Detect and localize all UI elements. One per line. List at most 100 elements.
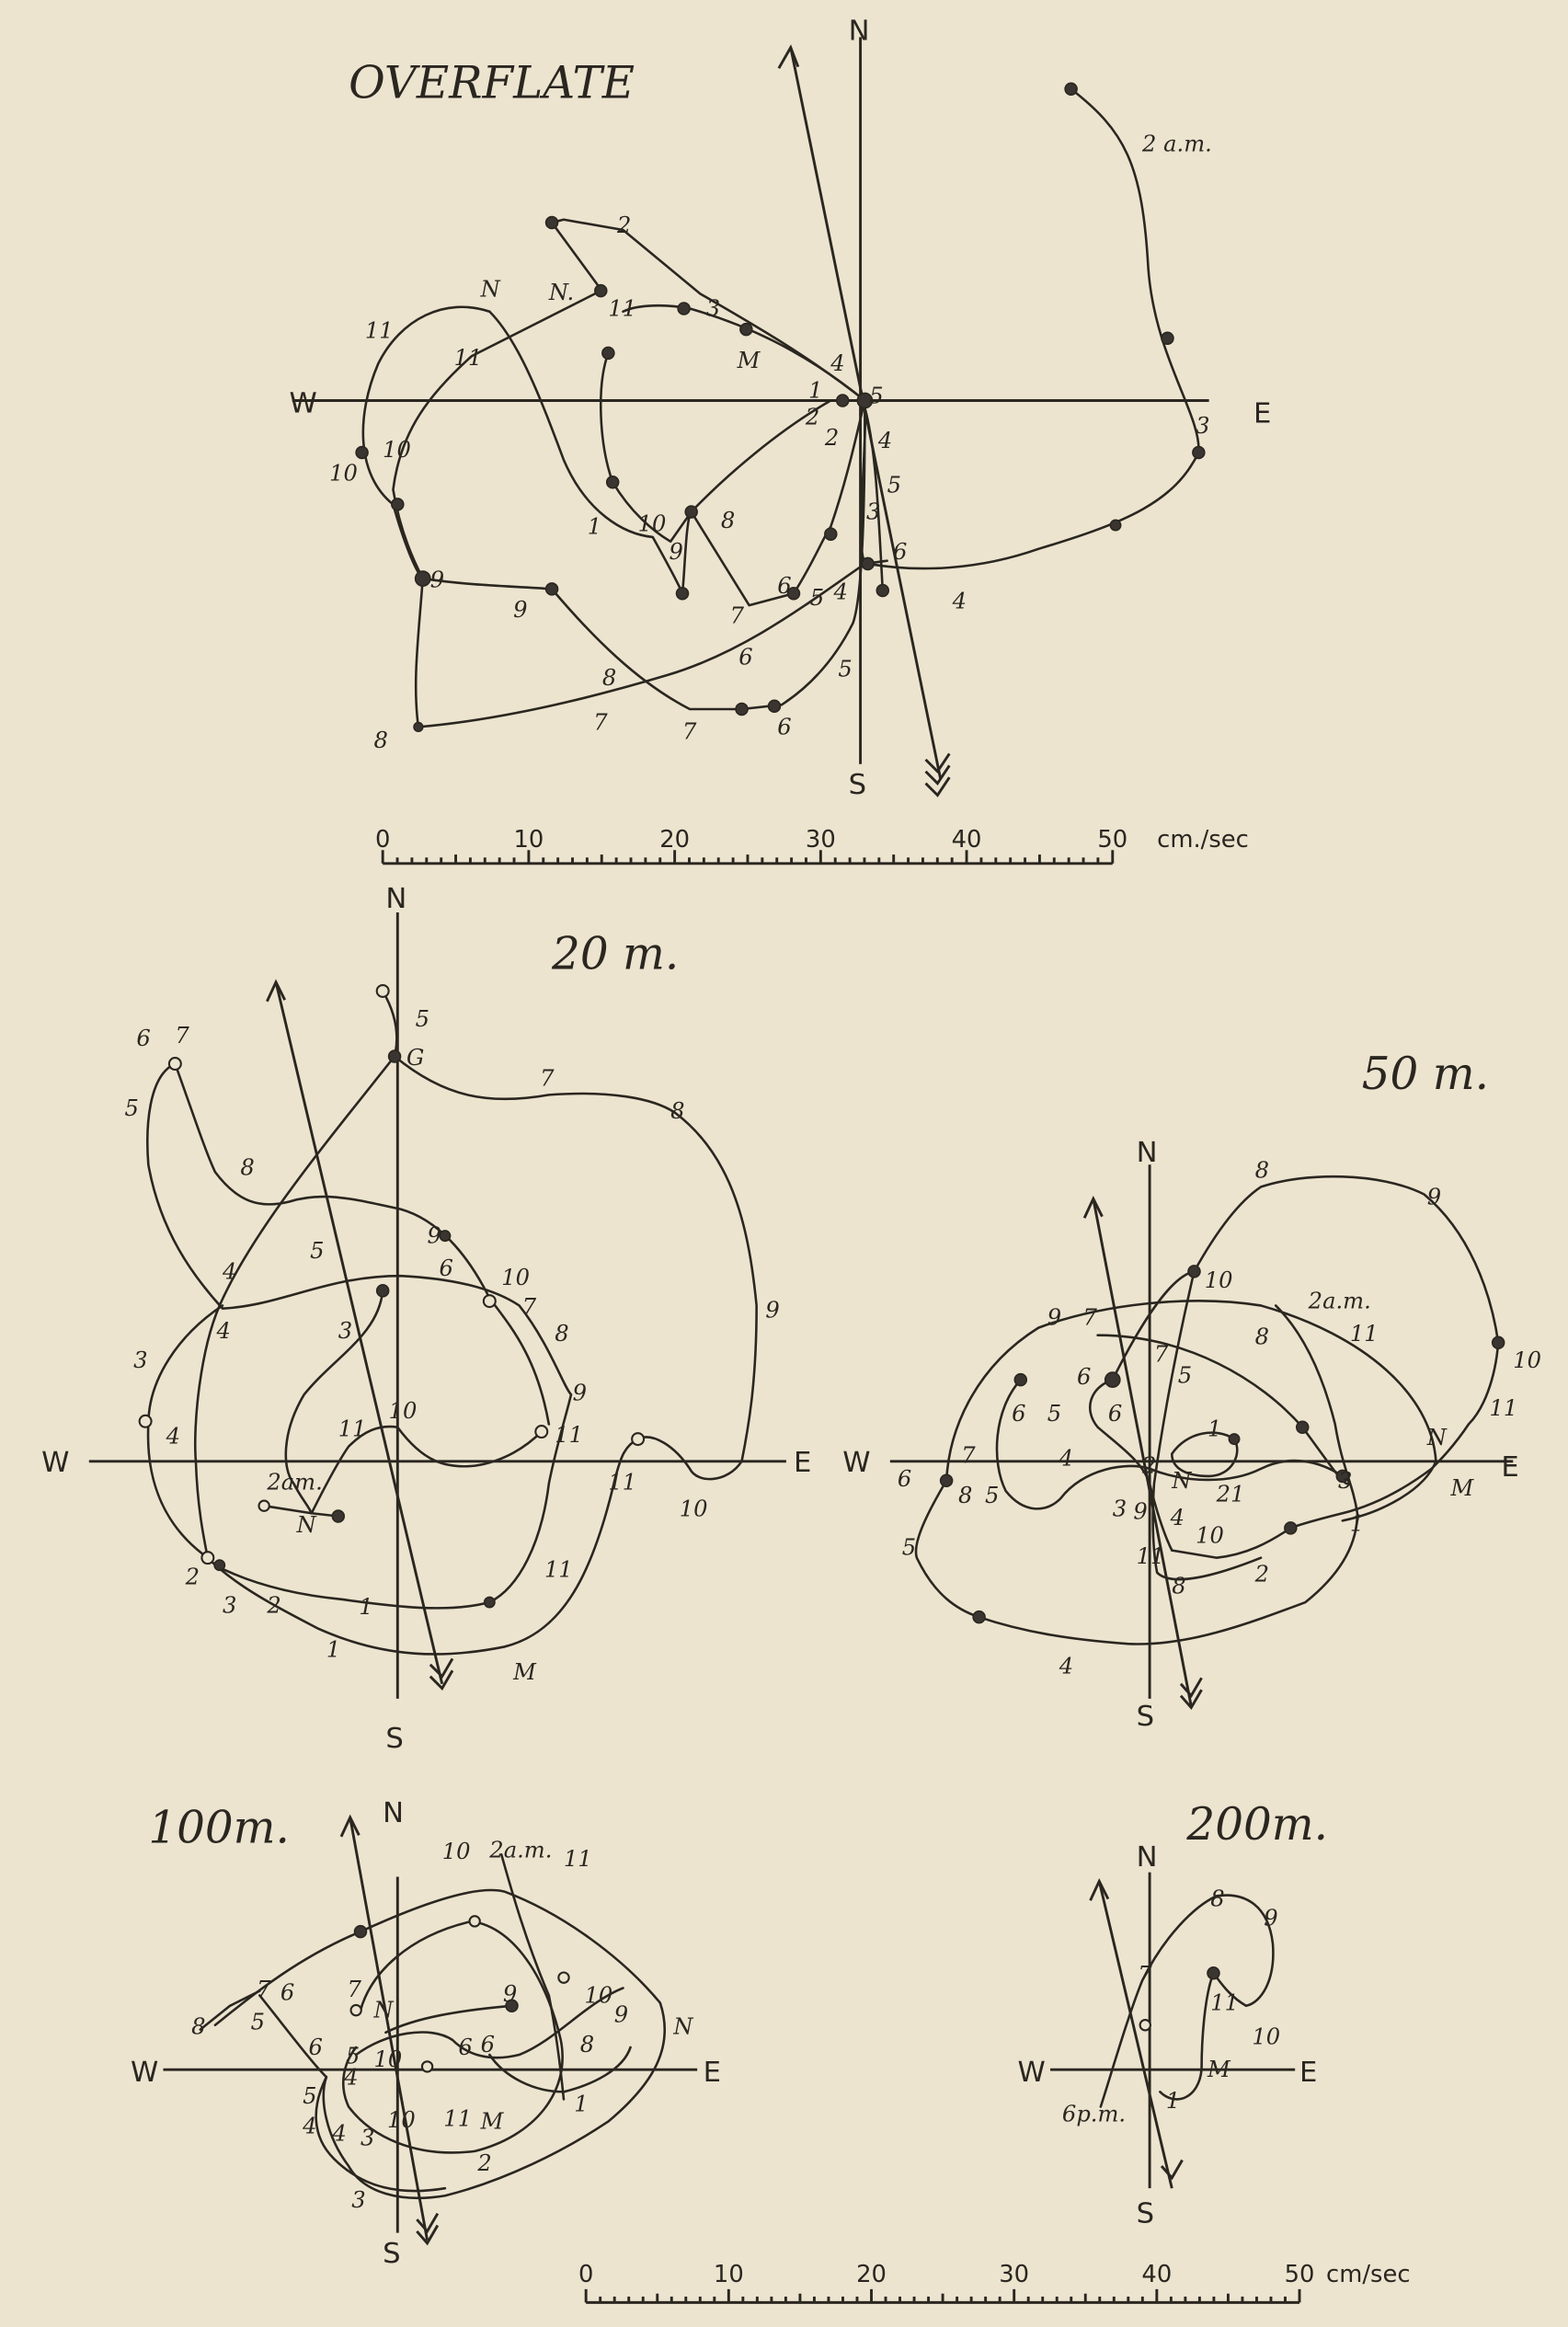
- hour-label: 7: [1154, 1342, 1169, 1368]
- hour-label: 7: [257, 1977, 271, 2002]
- hour-label: 9: [669, 539, 682, 565]
- hour-label: 1: [808, 377, 822, 403]
- hour-label: 3: [866, 499, 880, 525]
- scale-tick-label: 0: [578, 2261, 593, 2288]
- compass-w: W: [842, 1447, 870, 1479]
- hour-label: 4: [833, 579, 848, 605]
- compass-e: E: [704, 2057, 721, 2089]
- hour-label: N: [296, 1512, 317, 1538]
- hour-label: 5: [303, 2083, 316, 2109]
- curve: [1111, 1175, 1500, 1559]
- curve: [499, 1852, 566, 2101]
- observation-dots: [939, 1265, 1505, 1624]
- scale-tick-label: 20: [659, 826, 690, 854]
- curve: [213, 1888, 667, 2199]
- scale-tick-label: 30: [806, 826, 836, 854]
- hour-label: 2: [1141, 1453, 1156, 1479]
- curve: [193, 1055, 396, 1559]
- compass-w: W: [1018, 2057, 1046, 2089]
- hour-label: 5: [869, 384, 883, 409]
- hour-label: 4: [830, 350, 844, 376]
- compass-w: W: [131, 2057, 158, 2089]
- hour-label: 1: [1166, 2088, 1180, 2114]
- compass-s: S: [385, 1723, 403, 1755]
- curve: [914, 1304, 1359, 1645]
- hour-label: 11: [555, 1422, 583, 1448]
- hour-label: 6: [481, 2032, 495, 2058]
- hour-label: 7: [540, 1066, 555, 1092]
- hour-label: 11: [454, 345, 483, 371]
- hour-label: 8: [958, 1483, 972, 1508]
- hour-label: 7: [347, 1977, 361, 2002]
- curve: [361, 305, 866, 711]
- hour-label: 5: [887, 473, 901, 499]
- hour-label: 5: [810, 585, 824, 611]
- hour-label: 21: [1216, 1481, 1245, 1507]
- hour-label: 10: [1196, 1523, 1224, 1549]
- compass-s: S: [1137, 2197, 1154, 2230]
- hour-label: 4: [1059, 1446, 1073, 1472]
- hour-label: 7: [961, 1442, 976, 1468]
- hour-label: 10: [1252, 2024, 1280, 2050]
- hour-label: N: [672, 2013, 693, 2039]
- hour-label: M: [512, 1659, 537, 1685]
- hour-label: N: [373, 1998, 395, 2023]
- hour-label: 3: [361, 2125, 374, 2150]
- hour-label: 11: [443, 2105, 472, 2131]
- hour-label: 7: [522, 1294, 537, 1320]
- hour-label: 10: [680, 1496, 708, 1521]
- hour-label: 2am.: [266, 1469, 322, 1495]
- scale-tick-label: 40: [1141, 2261, 1172, 2288]
- hour-label: 7: [1083, 1304, 1098, 1330]
- hour-label: G: [406, 1045, 424, 1071]
- observation-dots: [355, 82, 1206, 733]
- hour-label: 11: [338, 1416, 367, 1441]
- hour-label: 2: [1254, 1561, 1269, 1587]
- compass-n: N: [849, 16, 870, 48]
- hour-label: 10: [387, 2107, 416, 2133]
- compass-s: S: [1137, 1701, 1154, 1733]
- hour-label: 1: [1207, 1416, 1221, 1441]
- hour-label: 10: [1513, 1347, 1541, 1373]
- observation-dot: [1139, 2019, 1151, 2032]
- hour-label: 6: [898, 1466, 911, 1492]
- hour-label: 3: [1196, 413, 1209, 439]
- hour-label: 3: [1338, 1468, 1352, 1494]
- curve: [258, 1994, 447, 2193]
- hour-label: 6: [136, 1026, 150, 1051]
- hour-label: 4: [1170, 1505, 1185, 1530]
- curve: [622, 304, 866, 402]
- hour-label: 5: [985, 1483, 999, 1508]
- hour-label: 9: [1427, 1185, 1441, 1210]
- title-200m: 200m.: [1185, 1799, 1328, 1851]
- hour-label: M: [1450, 1475, 1475, 1501]
- hour-label: 8: [1255, 1158, 1269, 1184]
- hour-label: 1: [359, 1594, 372, 1620]
- hour-label: 5: [125, 1095, 139, 1121]
- scale-unit: cm./sec: [1157, 826, 1249, 854]
- observation-dots: [349, 1915, 570, 2073]
- mean-current-arrow: [1089, 1877, 1184, 2189]
- hour-label: 8: [374, 728, 388, 753]
- mean-current-arrow: [1082, 1195, 1203, 1711]
- hour-label: 9: [428, 1223, 441, 1249]
- compass-s: S: [849, 769, 866, 801]
- hour-label: 3: [133, 1347, 147, 1373]
- hour-label: 1: [574, 2091, 588, 2116]
- hour-label: 2a.m.: [1308, 1289, 1371, 1314]
- scale-tick-label: 30: [999, 2261, 1029, 2288]
- hour-label: 9: [573, 1381, 587, 1406]
- hour-label: 3: [338, 1318, 352, 1344]
- hour-label: 4: [222, 1258, 236, 1284]
- compass-w: W: [41, 1447, 69, 1479]
- hour-label: 5: [1178, 1362, 1192, 1388]
- hour-label: M: [480, 2109, 505, 2135]
- scale-tick-label: 10: [513, 826, 544, 854]
- curve: [146, 1304, 224, 1559]
- hour-label: 11: [564, 1846, 592, 1872]
- hour-label: 7: [682, 718, 697, 744]
- hour-label: 4: [1059, 1653, 1073, 1679]
